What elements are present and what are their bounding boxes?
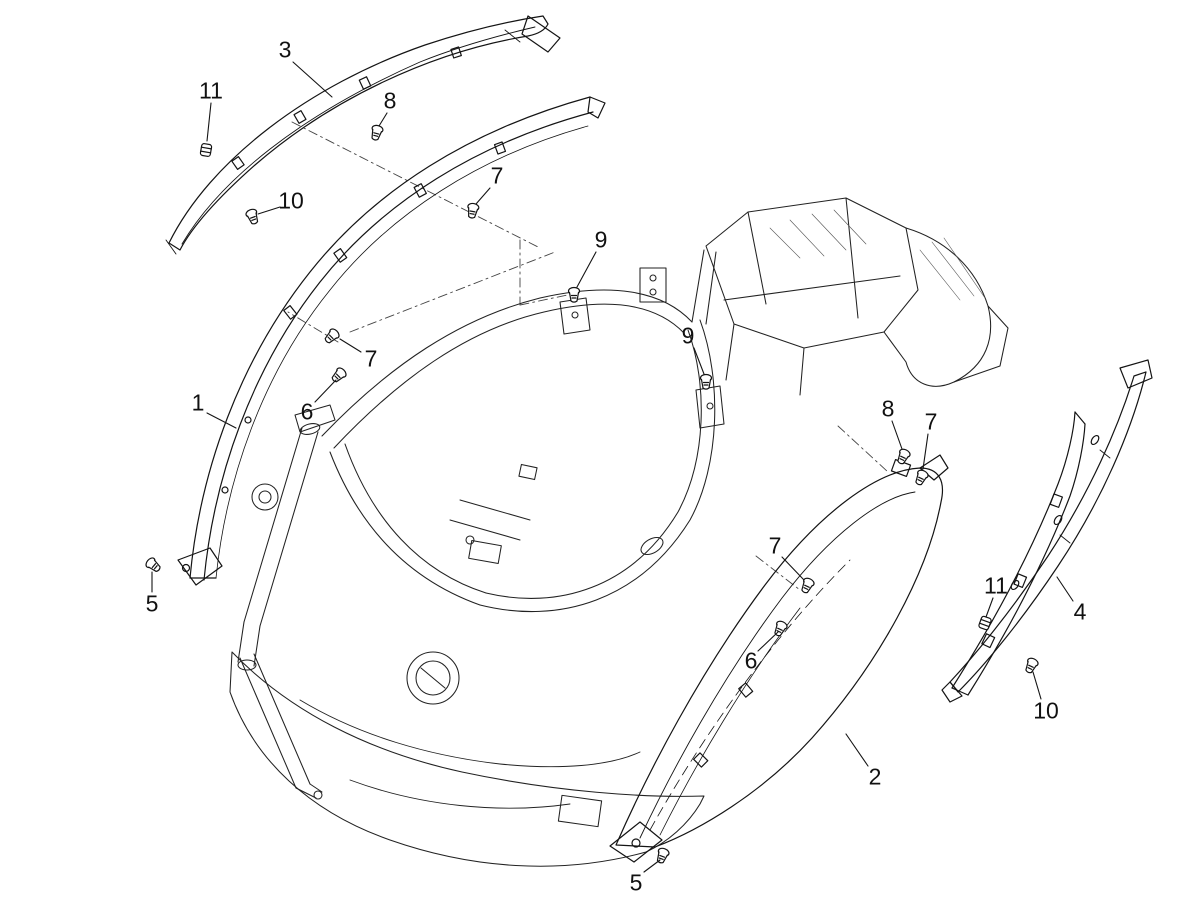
leader-line-10	[1032, 671, 1042, 700]
screw-icon	[329, 365, 349, 385]
clip-icon	[977, 615, 993, 631]
screw-icon	[368, 123, 385, 142]
leader-line-9	[576, 251, 597, 288]
spoiler-trim-rear	[941, 359, 1153, 703]
screw-icon	[244, 207, 261, 227]
leader-line-11	[985, 597, 994, 618]
side-trim-upper	[165, 15, 561, 255]
leader-line-11	[206, 102, 212, 142]
side-panel-rear-inner	[890, 411, 1086, 696]
screw-icon	[699, 373, 713, 390]
leader-line-8	[891, 420, 903, 450]
leader-lines	[151, 61, 1074, 873]
leader-line-6	[757, 631, 779, 652]
screw-icon	[465, 202, 480, 220]
leader-line-8	[378, 112, 388, 127]
screw-icon	[322, 326, 342, 346]
leader-line-6	[314, 379, 337, 403]
leader-line-7	[339, 338, 362, 353]
leader-line-7	[475, 187, 491, 205]
screw-icon	[143, 555, 164, 575]
clip-icon	[199, 142, 213, 158]
side-cover-rear	[609, 454, 949, 863]
leader-line-1	[206, 412, 237, 429]
leader-line-5	[643, 859, 661, 873]
rear-rack-tail	[639, 197, 1009, 396]
frame-assembly	[237, 249, 725, 671]
screw-icon	[912, 468, 930, 488]
leader-line-7	[781, 556, 805, 581]
screw-icon	[798, 576, 816, 596]
side-cover-front	[177, 96, 606, 586]
leader-line-2	[845, 733, 869, 767]
leader-line-3	[292, 61, 333, 98]
leader-line-10	[257, 206, 281, 215]
screw-icon	[1022, 656, 1040, 676]
leader-line-9	[693, 347, 705, 375]
screw-icon	[894, 447, 912, 467]
floorboard-underbody	[229, 651, 705, 867]
leader-line-4	[1056, 576, 1074, 602]
leader-line-7	[922, 433, 929, 470]
construction-lines	[287, 121, 889, 591]
